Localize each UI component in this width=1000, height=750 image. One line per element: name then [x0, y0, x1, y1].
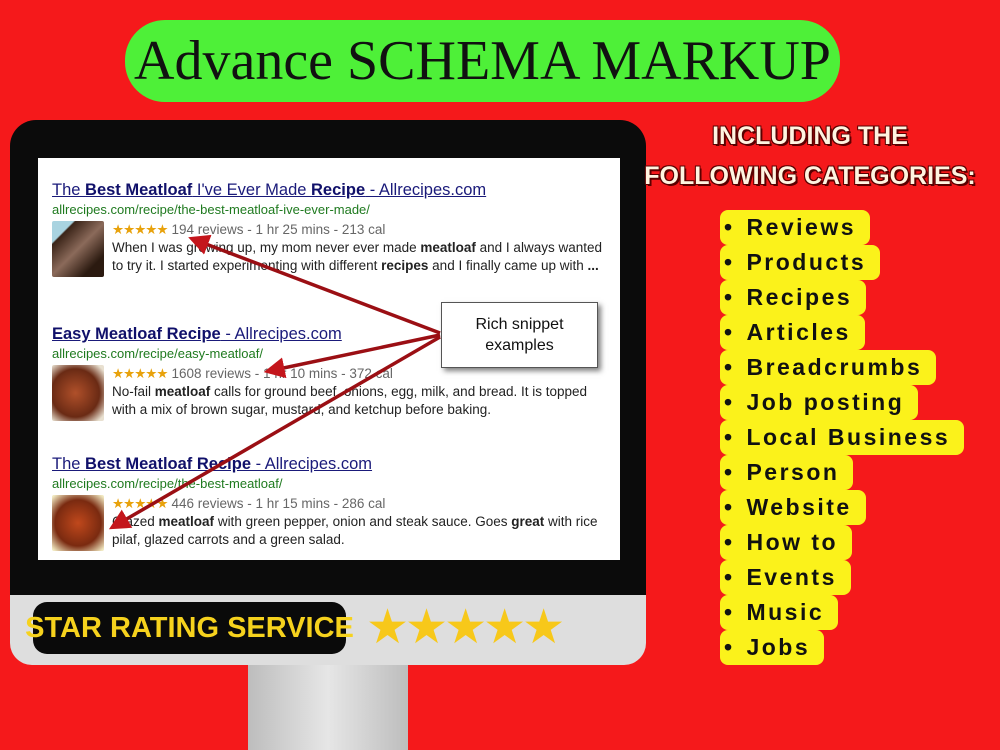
monitor-stand	[248, 665, 408, 750]
result-meta: 194 reviews - 1 hr 25 mins - 213 cal	[171, 222, 386, 237]
category-item: How to	[720, 525, 964, 560]
categories-list: Reviews Products Recipes Articles Breadc…	[720, 210, 965, 665]
category-item: Person	[720, 455, 964, 490]
meatloaf-thumbnail	[52, 495, 104, 551]
result-url: allrecipes.com/recipe/the-best-meatloaf-…	[52, 202, 370, 217]
category-item: Job posting	[720, 385, 964, 420]
category-item: Articles	[720, 315, 964, 350]
category-item: Website	[720, 490, 964, 525]
meatloaf-thumbnail	[52, 221, 104, 277]
star-rating-icon: ★★★★★	[366, 601, 565, 654]
search-result: The Best Meatloaf I've Ever Made Recipe …	[52, 180, 612, 277]
result-snippet: When I was growing up, my mom never ever…	[112, 240, 602, 273]
result-meta: 446 reviews - 1 hr 15 mins - 286 cal	[171, 496, 386, 511]
rating-stars-icon: ★★★★★	[112, 496, 169, 511]
category-item: Reviews	[720, 210, 964, 245]
result-title-link[interactable]: The Best Meatloaf I've Ever Made Recipe …	[52, 181, 487, 199]
result-title-link[interactable]: The Best Meatloaf Recipe - Allrecipes.co…	[52, 455, 373, 473]
category-item: Music	[720, 595, 964, 630]
result-snippet: Glazed meatloaf with green pepper, onion…	[112, 514, 598, 547]
search-result: The Best Meatloaf Recipe - Allrecipes.co…	[52, 454, 612, 551]
rich-snippet-callout: Rich snippet examples	[441, 302, 598, 368]
rating-stars-icon: ★★★★★	[112, 366, 169, 381]
result-url: allrecipes.com/recipe/the-best-meatloaf/	[52, 476, 283, 491]
star-rating-label: STAR RATING SERVICE	[25, 602, 354, 654]
category-item: Breadcrumbs	[720, 350, 964, 385]
result-snippet: No-fail meatloaf calls for ground beef, …	[112, 384, 588, 417]
category-item: Local Business	[720, 420, 965, 455]
page-title: Advance SCHEMA MARKUP	[125, 20, 840, 102]
meatloaf-thumbnail	[52, 365, 104, 421]
category-item: Products	[720, 245, 964, 280]
rating-stars-icon: ★★★★★	[112, 222, 169, 237]
category-item: Jobs	[720, 630, 964, 665]
category-item: Events	[720, 560, 964, 595]
categories-heading: INCLUDING THE FOLLOWING CATEGORIES:	[644, 122, 976, 190]
category-item: Recipes	[720, 280, 964, 315]
result-meta: 1608 reviews - 1 hr 10 mins - 372 cal	[171, 366, 393, 381]
